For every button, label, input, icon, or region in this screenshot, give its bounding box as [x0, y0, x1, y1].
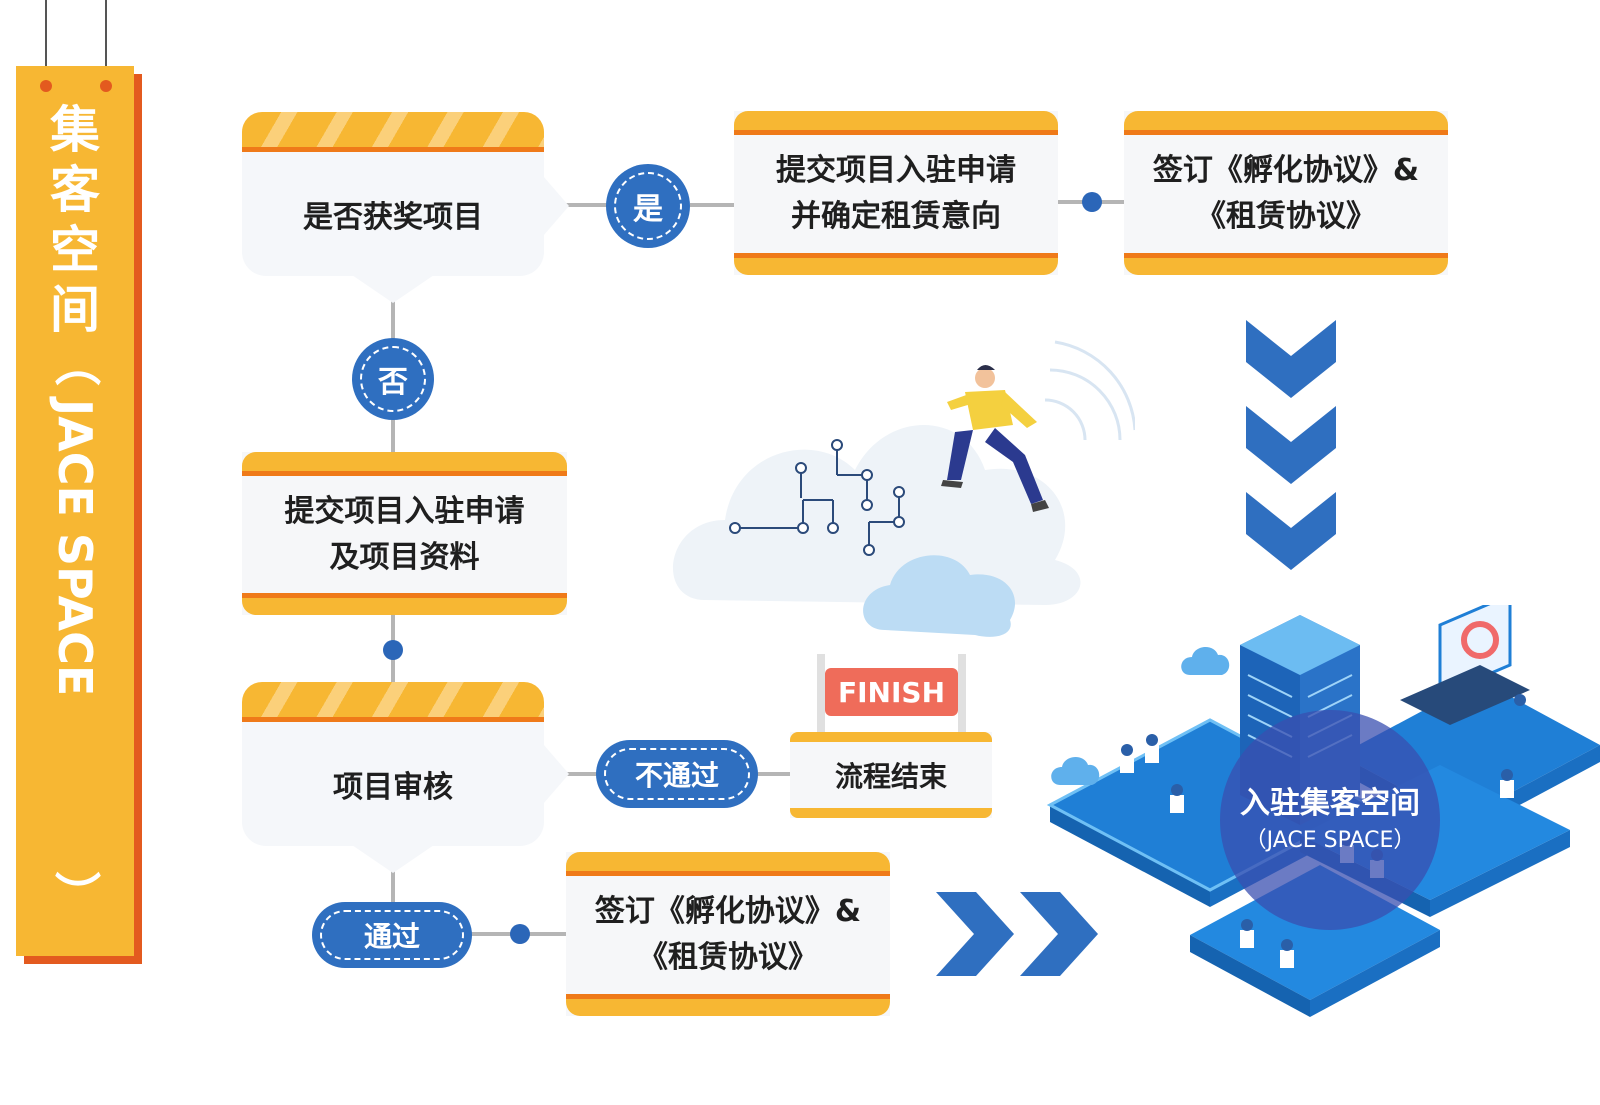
- chevron-right-icon: [936, 892, 1098, 976]
- step-line: 提交项目入驻申请: [776, 153, 1016, 188]
- banner-title: 集 客 空 间 （ JACE SPACE ）: [16, 100, 134, 930]
- step-bar-top: [242, 452, 567, 476]
- decision-awarded-label: 是否获奖项目: [303, 200, 483, 235]
- step-end: 流程结束: [790, 732, 992, 818]
- no-badge-label: 否: [378, 365, 408, 400]
- step-bar-top: [566, 852, 890, 876]
- decision-awarded-pointer-down: [352, 275, 434, 303]
- banner-string-left: [45, 0, 47, 86]
- step-line: 《租赁协议》: [1196, 199, 1376, 234]
- banner-char: 集: [50, 101, 100, 159]
- side-banner: [16, 66, 134, 956]
- decision-review-pointer-down: [352, 845, 434, 873]
- step-sign-top-text: 签订《孵化协议》& 《租赁协议》: [1124, 135, 1448, 253]
- fail-badge: 不通过: [596, 740, 758, 808]
- banner-char: 客: [50, 161, 100, 219]
- decision-body: [242, 152, 544, 276]
- connector-review-pass: [391, 870, 395, 904]
- step-submit-regular-text: 提交项目入驻申请 及项目资料: [242, 476, 567, 593]
- banner-char: 间: [50, 281, 100, 339]
- pass-badge-label: 通过: [363, 920, 420, 953]
- banner-char: 空: [50, 221, 100, 279]
- yes-badge: 是: [606, 164, 690, 248]
- decision-review-label: 项目审核: [333, 770, 453, 805]
- connector-dot: [383, 640, 403, 660]
- step-submit-awarded-text: 提交项目入驻申请 并确定租赁意向: [734, 135, 1058, 253]
- connector-no-submit: [391, 418, 395, 454]
- step-end-bar-top: [790, 732, 992, 742]
- step-line: 提交项目入驻申请: [284, 493, 525, 529]
- step-line: 并确定租赁意向: [791, 199, 1001, 234]
- banner-open-paren: （: [48, 340, 102, 386]
- finish-flag-label: FINISH: [838, 675, 945, 709]
- decision-review-pointer-right: [543, 744, 569, 804]
- finish-flag: FINISH: [825, 668, 958, 716]
- step-bar-bottom: [242, 593, 567, 615]
- step-line: 《租赁协议》: [638, 940, 818, 975]
- decision-body: [242, 722, 544, 846]
- no-badge: 否: [352, 338, 434, 420]
- step-bar-top: [1124, 111, 1448, 135]
- decision-cap: [242, 112, 544, 152]
- fail-badge-label: 不通过: [634, 759, 719, 792]
- banner-pin-left: [40, 80, 52, 92]
- step-end-label: 流程结束: [834, 760, 947, 793]
- connector-decision1-yes: [565, 203, 610, 207]
- step-sign-top: 签订《孵化协议》& 《租赁协议》: [1124, 111, 1448, 275]
- step-line: 及项目资料: [329, 539, 480, 575]
- decision-review: 项目审核: [242, 682, 544, 846]
- connector-yes-submit: [690, 203, 736, 207]
- banner-string-right: [105, 0, 107, 86]
- step-sign-bottom: 签订《孵化协议》& 《租赁协议》: [566, 852, 890, 1016]
- banner-close-paren: ）: [48, 871, 102, 917]
- step-line: 签订《孵化协议》&: [594, 894, 862, 929]
- step-bar-bottom: [734, 253, 1058, 275]
- connector-fail-end: [756, 772, 792, 776]
- connector-dot: [510, 924, 530, 944]
- pass-badge: 通过: [312, 902, 472, 968]
- banner-pin-right: [100, 80, 112, 92]
- connector-decision1-no: [391, 300, 395, 340]
- decision-awarded: 是否获奖项目: [242, 112, 544, 276]
- step-submit-regular: 提交项目入驻申请 及项目资料: [242, 452, 567, 615]
- step-bar-bottom: [566, 994, 890, 1016]
- office-illustration: [1046, 605, 1600, 1017]
- step-end-bar-bottom: [790, 808, 992, 818]
- yes-badge-label: 是: [633, 192, 663, 227]
- destination-label: 入驻集客空间: [1240, 786, 1420, 821]
- destination-sublabel: （JACE SPACE）: [1244, 828, 1416, 853]
- step-bar-bottom: [1124, 253, 1448, 275]
- chevron-down-icon: [1246, 320, 1336, 570]
- cloud-circuit-illustration: [672, 340, 1135, 637]
- connector-dot: [1082, 192, 1102, 212]
- step-submit-awarded: 提交项目入驻申请 并确定租赁意向: [734, 111, 1058, 275]
- step-bar-top: [734, 111, 1058, 135]
- finish-flag-post-left: [817, 654, 825, 732]
- step-line: 签订《孵化协议》&: [1152, 153, 1420, 188]
- decision-cap: [242, 682, 544, 722]
- step-sign-bottom-text: 签订《孵化协议》& 《租赁协议》: [566, 876, 890, 994]
- connector-review-fail: [565, 772, 599, 776]
- decision-awarded-pointer-right: [543, 176, 569, 236]
- finish-flag-post-right: [958, 654, 966, 732]
- banner-latin: JACE SPACE: [48, 399, 102, 697]
